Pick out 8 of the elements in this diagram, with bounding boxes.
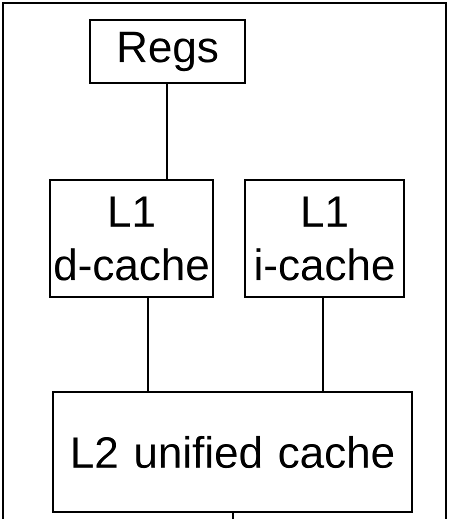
cache-box: L1 i-cache <box>244 179 405 298</box>
connector-line <box>322 298 324 391</box>
cache-box: L2 unified cache <box>52 391 413 513</box>
connector-line <box>147 298 149 391</box>
connector-line <box>232 513 234 519</box>
connector-line <box>166 84 168 179</box>
cache-box: L1 d-cache <box>49 179 214 298</box>
register-box: Regs <box>89 19 246 84</box>
